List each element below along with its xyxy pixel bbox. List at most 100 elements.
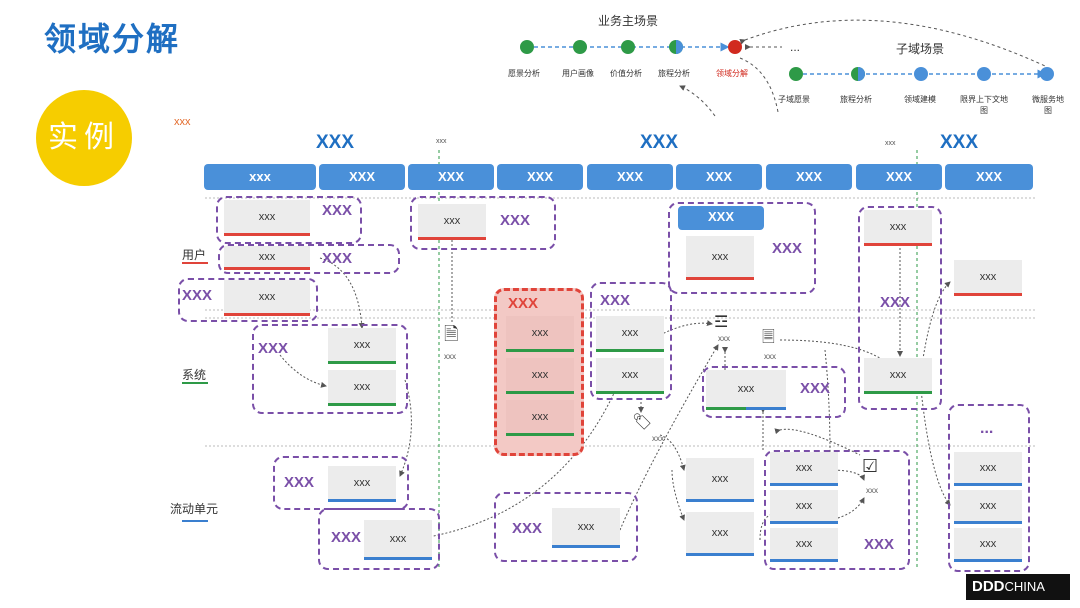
divider-marker: xxx xyxy=(885,140,896,147)
user-card[interactable]: xxx xyxy=(418,204,486,240)
group-label: XXX xyxy=(322,202,353,219)
flow-card[interactable]: xxx xyxy=(686,512,754,556)
group-label: XXX xyxy=(331,529,362,546)
flow-card[interactable]: xxx xyxy=(954,452,1022,486)
group-label: XXX xyxy=(322,250,353,267)
flow-card[interactable]: xxx xyxy=(552,508,620,548)
page-title: 领域分解 xyxy=(44,21,181,57)
icon-label: xxx xyxy=(652,434,664,443)
flow-card[interactable]: xxx xyxy=(770,452,838,486)
header-cell: XXX xyxy=(945,164,1033,190)
system-card[interactable]: xxx xyxy=(328,370,396,406)
header-cell: XXX xyxy=(676,164,762,190)
subdomain-scenario-title: 子域场景 xyxy=(896,42,945,56)
lane-label-user: 用户 xyxy=(182,248,207,262)
group-label: XXX xyxy=(772,240,803,257)
header-row: xxx XXX XXX XXX XXX XXX XXX XXX XXX xyxy=(0,164,1080,190)
group-label: XXX xyxy=(864,536,895,553)
checklist-icon: ☑ xyxy=(862,456,879,476)
lane-color-user xyxy=(182,262,208,264)
header-cell: xxx xyxy=(204,164,316,190)
flow-card[interactable]: xxx xyxy=(770,528,838,562)
system-card[interactable]: xxx xyxy=(864,358,932,394)
header-cell: XXX xyxy=(856,164,942,190)
icon-label: xxx xyxy=(866,486,878,495)
example-badge: 实例 xyxy=(36,90,132,186)
flow-card[interactable]: xxx xyxy=(954,528,1022,562)
notice-document-icon: 🗏 xyxy=(762,329,775,346)
lane-color-system xyxy=(182,382,208,384)
group-box xyxy=(764,450,910,570)
user-card[interactable]: xxx xyxy=(686,236,754,280)
group-label: XXX xyxy=(182,287,213,304)
group-label: XXX xyxy=(600,292,631,309)
group-box xyxy=(858,206,942,410)
flow-card[interactable]: xxx xyxy=(770,490,838,524)
sub-step-label: 微服务地图 xyxy=(1032,95,1064,115)
group-box xyxy=(216,196,362,244)
aggregate-header[interactable]: XXX xyxy=(678,206,764,230)
icon-label: xxx xyxy=(718,334,730,343)
main-scenario-title: 业务主场景 xyxy=(598,14,659,28)
system-card[interactable]: xxx xyxy=(596,316,664,352)
system-card[interactable]: xxx xyxy=(506,400,574,436)
user-card[interactable]: xxx xyxy=(224,246,310,270)
step-label: 用户画像 xyxy=(562,69,594,78)
group-label: XXX xyxy=(500,212,531,229)
system-card[interactable]: xxx xyxy=(328,328,396,364)
sub-step-label: 限界上下文地图 xyxy=(960,95,1008,115)
group-box xyxy=(494,492,638,562)
user-card[interactable]: xxx xyxy=(224,200,310,236)
lane-label-flow-unit: 流动单元 xyxy=(170,502,219,516)
corner-label: xxx xyxy=(174,116,191,128)
more-ellipsis: ... xyxy=(980,420,994,437)
document-icon: 🗎 xyxy=(444,324,459,344)
group-box xyxy=(948,404,1030,572)
column-group-title: XXX xyxy=(940,132,979,153)
step-label: 旅程分析 xyxy=(658,69,690,78)
header-cell: XXX xyxy=(408,164,494,190)
group-label: XXX xyxy=(284,474,315,491)
flow-card[interactable]: xxx xyxy=(328,466,396,502)
system-card[interactable]: xxx xyxy=(596,358,664,394)
header-cell: XXX xyxy=(319,164,405,190)
user-card[interactable]: xxx xyxy=(864,210,932,246)
step-label: 价值分析 xyxy=(610,69,642,78)
group-label: XXX xyxy=(258,340,289,357)
group-box xyxy=(252,324,408,414)
sub-step-label: 领域建模 xyxy=(904,95,936,104)
header-cell: XXX xyxy=(766,164,852,190)
highlighted-label: XXX xyxy=(508,295,539,312)
lane-label-system: 系统 xyxy=(182,368,207,382)
group-box xyxy=(590,282,672,400)
system-card[interactable]: xxx xyxy=(506,358,574,394)
group-box xyxy=(178,278,318,322)
sliders-icon: ☲ xyxy=(714,314,729,331)
system-card[interactable]: xxx xyxy=(706,370,786,410)
icon-label: xxx xyxy=(444,352,456,361)
tag-icon: 🏷 xyxy=(632,414,653,431)
group-box xyxy=(702,366,846,418)
user-card[interactable]: xxx xyxy=(224,280,310,316)
header-cell: XXX xyxy=(497,164,583,190)
sub-step-label: 子域愿景 xyxy=(778,95,810,104)
ddd-china-logo: DDDCHINA xyxy=(966,574,1070,600)
group-box xyxy=(318,508,440,570)
flow-card[interactable]: xxx xyxy=(686,458,754,502)
step-label: 愿景分析 xyxy=(508,69,540,78)
group-box xyxy=(218,244,400,274)
user-card[interactable]: xxx xyxy=(954,260,1022,296)
column-group-title: XXX xyxy=(316,132,355,153)
sub-step-label: 旅程分析 xyxy=(840,95,872,104)
group-label: XXX xyxy=(512,520,543,537)
flow-card[interactable]: xxx xyxy=(364,520,432,560)
group-box xyxy=(668,202,816,294)
system-card[interactable]: xxx xyxy=(506,316,574,352)
group-box xyxy=(410,196,556,250)
divider-marker: xxx xyxy=(436,138,447,145)
group-label: XXX xyxy=(800,380,831,397)
lane-color-flow-unit xyxy=(182,520,208,522)
header-cell: XXX xyxy=(587,164,673,190)
flow-card[interactable]: xxx xyxy=(954,490,1022,524)
